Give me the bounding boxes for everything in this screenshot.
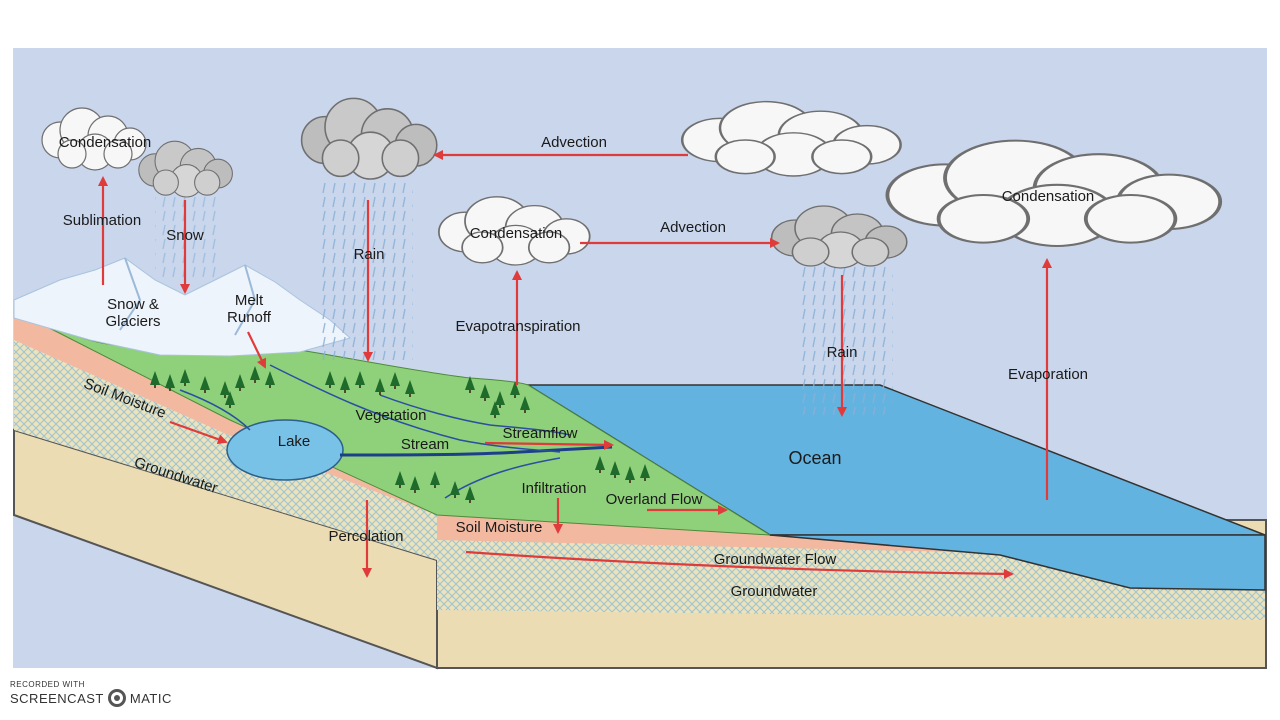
label-stream: Stream bbox=[401, 436, 449, 453]
watermark-brand-right: MATIC bbox=[129, 690, 172, 706]
label-advection-middle: Advection bbox=[660, 219, 726, 236]
watermark-brand: SCREENCAST MATIC bbox=[10, 689, 172, 707]
label-melt-runoff-line1: Melt bbox=[235, 292, 264, 309]
label-lake: Lake bbox=[278, 433, 311, 450]
label-vegetation: Vegetation bbox=[356, 407, 427, 424]
label-percolation: Percolation bbox=[328, 528, 403, 545]
arrow-melt-runoff bbox=[247, 331, 267, 369]
label-overland-flow: Overland Flow bbox=[606, 491, 703, 508]
label-ocean: Ocean bbox=[788, 448, 841, 468]
groundwater-left-layer bbox=[14, 340, 437, 560]
screencast-logo-icon bbox=[107, 689, 126, 707]
label-condensation-right: Condensation bbox=[1002, 188, 1095, 205]
label-advection-top: Advection bbox=[541, 134, 607, 151]
ocean-front bbox=[769, 534, 1266, 591]
label-snow-glaciers-line1: Snow & bbox=[107, 296, 159, 313]
rain-streaks-right bbox=[798, 265, 893, 415]
label-snow: Snow bbox=[166, 227, 204, 244]
label-melt-runoff-line2: Runoff bbox=[227, 309, 272, 326]
mountains bbox=[13, 257, 352, 357]
stream-channel bbox=[339, 445, 613, 457]
rain-streaks-left bbox=[318, 180, 413, 360]
process-arrows bbox=[98, 150, 1052, 579]
watermark-brand-left: SCREENCAST bbox=[10, 690, 104, 706]
label-condensation-middle: Condensation bbox=[470, 225, 563, 242]
label-sublimation: Sublimation bbox=[63, 212, 141, 229]
label-rain-left: Rain bbox=[354, 246, 385, 263]
label-infiltration: Infiltration bbox=[521, 480, 586, 497]
watermark-recorded-with: RECORDED WITH bbox=[10, 680, 85, 689]
label-rain-right: Rain bbox=[827, 344, 858, 361]
arrow-groundwater-flow bbox=[465, 550, 1014, 579]
snow-streaks bbox=[155, 190, 220, 280]
stream-tributary-1 bbox=[269, 364, 561, 453]
label-groundwater-front: Groundwater bbox=[731, 583, 818, 600]
groundwater-front-layer bbox=[437, 540, 1265, 620]
label-soil-moisture-front: Soil Moisture bbox=[456, 519, 543, 536]
arrow-streamflow bbox=[484, 439, 614, 450]
label-groundwater-flow: Groundwater Flow bbox=[714, 551, 837, 568]
arrow-soil-moisture bbox=[169, 420, 228, 445]
label-evaporation: Evaporation bbox=[1008, 366, 1088, 383]
label-evapotranspiration: Evapotranspiration bbox=[455, 318, 580, 335]
label-streamflow: Streamflow bbox=[502, 425, 577, 442]
stream-tributary-2 bbox=[379, 394, 571, 436]
label-snow-glaciers-line2: Glaciers bbox=[105, 313, 160, 330]
stream-tributary-4 bbox=[179, 389, 251, 431]
mountain-shading bbox=[119, 257, 257, 336]
label-condensation-left: Condensation bbox=[59, 134, 152, 151]
screencast-watermark: RECORDED WITH SCREENCAST MATIC bbox=[10, 680, 172, 707]
lake bbox=[226, 419, 344, 481]
